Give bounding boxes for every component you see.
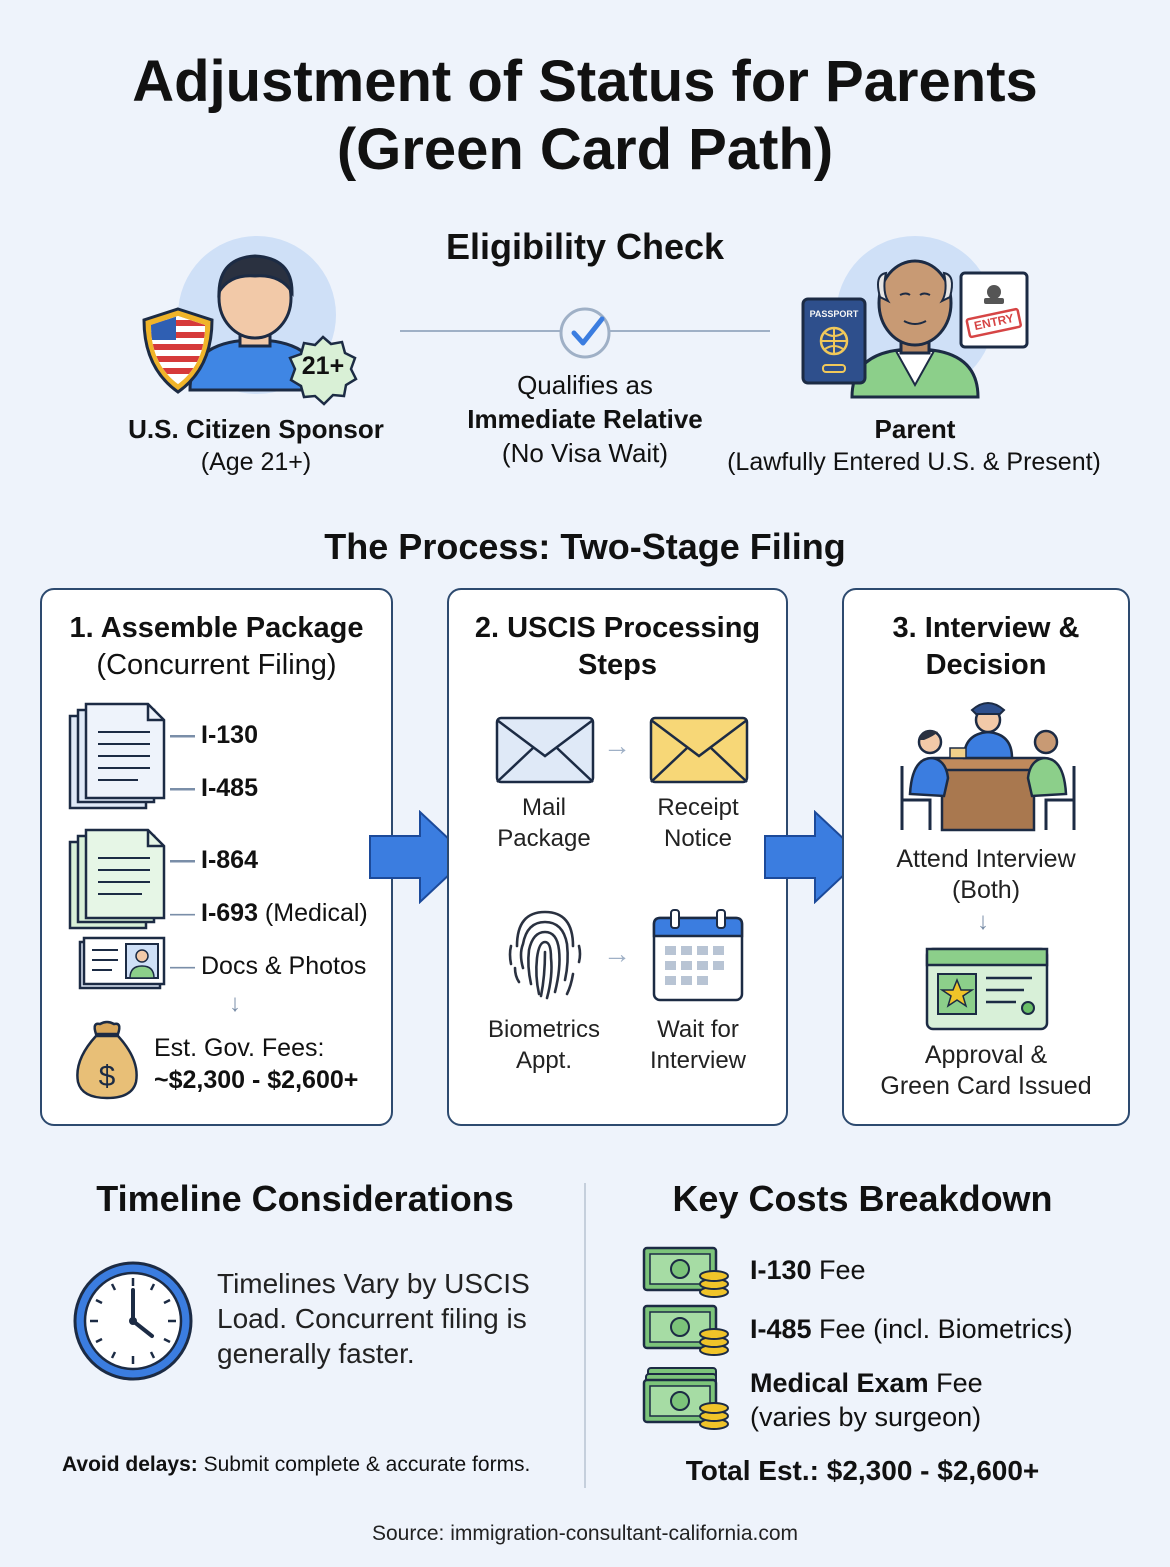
stage1-title: 1. Assemble Package (69, 612, 364, 644)
sponsor-age: (Age 21+) (200, 448, 312, 476)
us-flag-shield-icon (142, 307, 214, 394)
sponsor-person-icon (188, 254, 322, 392)
stage1-subtitle: (Concurrent Filing) (96, 649, 337, 681)
clock-icon (73, 1261, 193, 1381)
cost-row-medical-note: (varies by surgeon) (750, 1402, 982, 1432)
interview-table-icon (900, 702, 1076, 832)
timeline-heading: Timeline Considerations (96, 1178, 514, 1219)
stage3-title: 3. Interview & (892, 612, 1080, 644)
fees-label: Est. Gov. Fees: (154, 1034, 325, 1062)
source-credit: Source: immigration-consultant-californi… (372, 1522, 798, 1545)
entry-stamp-icon (959, 271, 1029, 349)
passport-icon (801, 297, 867, 385)
stage-arrow-1-icon (369, 810, 470, 904)
green-card-icon (925, 947, 1049, 1031)
money-bag-icon (76, 1020, 138, 1100)
docs-photos-label: —Docs & Photos (170, 952, 367, 980)
cash-coins-icon (642, 1246, 729, 1298)
check-icon (559, 307, 611, 359)
receipt-envelope-icon (649, 716, 749, 784)
stage3-title-line2: Decision (925, 649, 1047, 681)
qualifies-line1: Qualifies as (517, 370, 653, 400)
timeline-tip: Avoid delays: Submit complete & accurate… (62, 1453, 531, 1476)
attend-interview-label: Attend Interview(Both) (896, 845, 1076, 904)
stage3-down-arrow: ↓ (977, 908, 989, 935)
stage1-card: 1. Assemble Package (Concurrent Filing) … (40, 588, 393, 1126)
id-photo-icon (78, 936, 166, 990)
process-heading: The Process: Two-Stage Filing (324, 526, 846, 567)
fingerprint-icon (508, 910, 582, 1000)
fees-value: ~$2,300 - $2,600+ (154, 1066, 359, 1094)
stage1-down-arrow: ↓ (229, 990, 241, 1017)
parent-detail: (Lawfully Entered U.S. & Present) (727, 448, 1101, 476)
costs-total: Total Est.: $2,300 - $2,600+ (685, 1455, 1040, 1486)
mail-envelope-icon (495, 716, 595, 784)
cost-row-i130: I-130 Fee (750, 1255, 866, 1285)
section-divider (584, 1183, 586, 1488)
stage3-card: 3. Interview & Decision Attend Interview… (842, 588, 1130, 1126)
form-i864-label: —I-864 (170, 846, 258, 874)
form-i485-label: —I-485 (170, 774, 258, 802)
qualifies-line2: Immediate Relative (467, 404, 703, 434)
form-i693-label: —I-693 (Medical) (170, 899, 368, 927)
qualifies-line3: (No Visa Wait) (501, 438, 669, 468)
stage2-title-line2: Steps (578, 649, 657, 681)
eligibility-heading: Eligibility Check (445, 226, 725, 267)
passport-label: PASSPORT (809, 309, 859, 319)
document-stack-green-icon (68, 828, 166, 930)
page-title: Adjustment of Status for Parents (Green … (132, 49, 1038, 182)
age-badge: 21+ (301, 352, 345, 380)
stage2-title: 2. USCIS Processing (474, 612, 761, 644)
parent-name: Parent (874, 414, 956, 444)
form-i130-label: —I-130 (170, 721, 258, 749)
document-stack-blue-icon (68, 702, 166, 810)
age-badge-icon (288, 335, 358, 406)
approval-label: Approval &Green Card Issued (880, 1041, 1092, 1100)
calendar-icon (652, 909, 744, 1002)
bio-to-wait-arrow: → (603, 938, 631, 969)
costs-heading: Key Costs Breakdown (672, 1178, 1053, 1219)
cash-stack-coins-icon (642, 1367, 729, 1430)
stage-arrow-2-icon (764, 810, 865, 904)
dollar-sign-icon: $ (98, 1060, 116, 1093)
timeline-text: Timelines Vary by USCIS Load. Concurrent… (217, 1268, 530, 1369)
sponsor-name: U.S. Citizen Sponsor (128, 414, 384, 444)
cost-row-i485: I-485 Fee (incl. Biometrics) (750, 1314, 1073, 1344)
mail-to-receipt-arrow: → (603, 730, 631, 761)
cost-row-medical: Medical Exam Fee (750, 1368, 983, 1398)
cash-coins-icon (642, 1304, 729, 1356)
